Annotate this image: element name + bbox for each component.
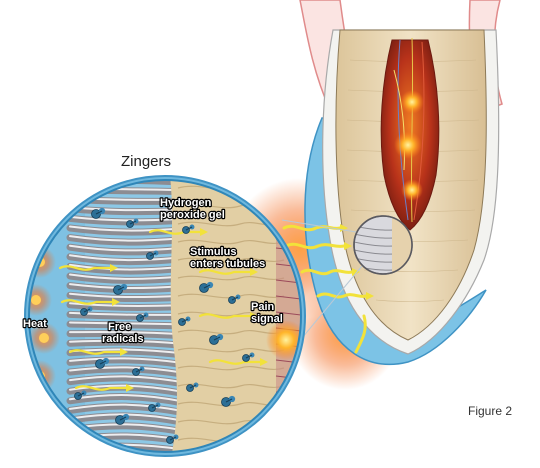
heat-glow — [32, 394, 64, 426]
pain-spark — [400, 90, 424, 114]
figure-caption: Figure 2 — [468, 404, 512, 418]
pain-spark — [401, 179, 423, 201]
nerve-ending-line — [276, 424, 310, 428]
heat-core — [39, 333, 49, 343]
heat-core — [43, 405, 53, 415]
nerve-ending-line — [276, 440, 310, 444]
heat-core — [31, 295, 41, 305]
figure-title: Zingers — [121, 153, 171, 170]
label-heat: Heat — [23, 318, 47, 330]
pain-spark — [394, 131, 422, 159]
tubule — [70, 457, 182, 461]
nerve-ending-line — [276, 408, 310, 412]
dentin-wave — [178, 456, 284, 459]
nerve-ending-line — [276, 456, 310, 460]
